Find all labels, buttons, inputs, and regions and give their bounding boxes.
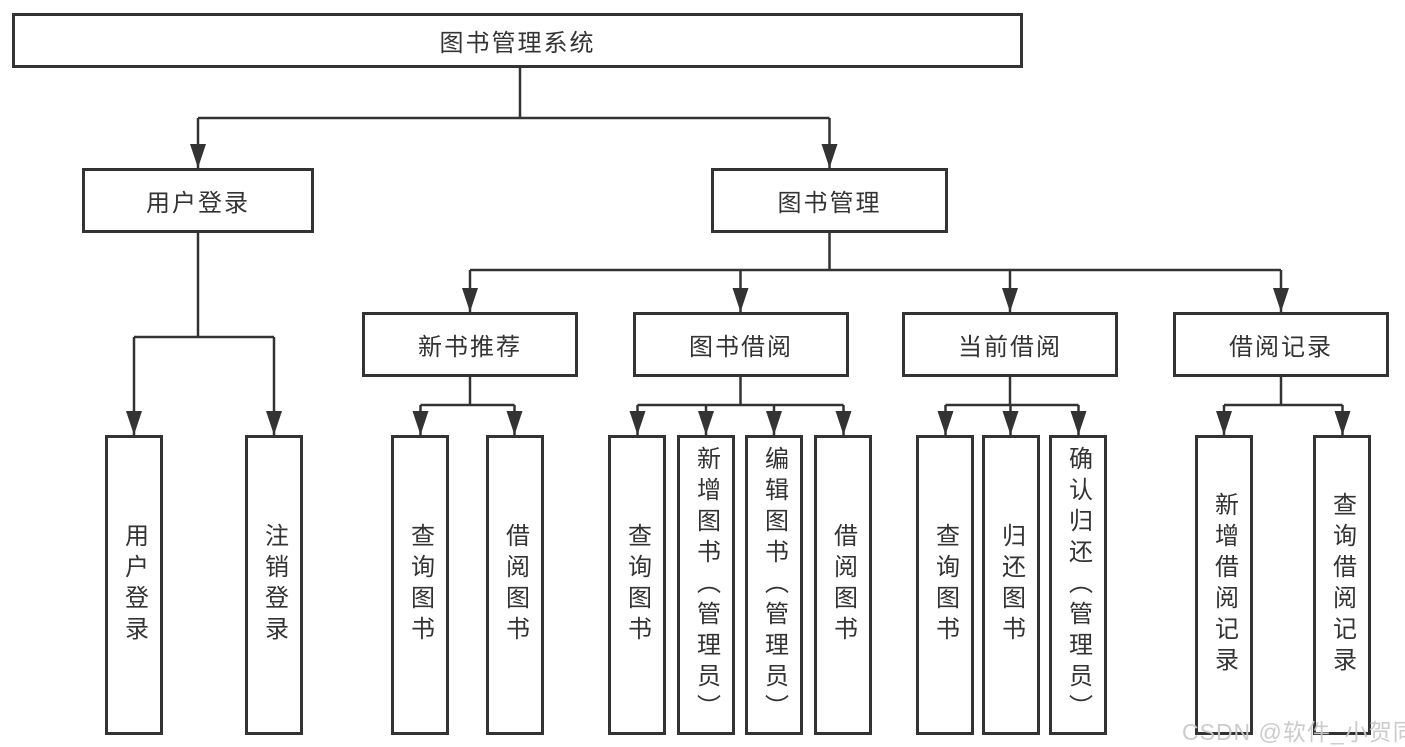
leaf-borrow-borrow: 借阅图书 — [814, 435, 872, 735]
node-new-book-recommend: 新书推荐 — [362, 312, 578, 377]
leaf-records-query: 查询借阅记录 — [1313, 435, 1371, 735]
leaf-borrow-add-admin: 新增图书（管理员） — [677, 435, 735, 735]
csdn-watermark: CSDN @软件_小贺同学 — [1182, 719, 1405, 745]
node-label: 当前借阅 — [958, 334, 1062, 361]
node-label: 新增借阅记录 — [1210, 492, 1238, 678]
node-book-borrow: 图书借阅 — [633, 312, 849, 377]
node-root-system: 图书管理系统 — [12, 13, 1023, 68]
node-borrow-records: 借阅记录 — [1173, 312, 1389, 377]
node-label: 注销登录 — [260, 523, 288, 647]
leaf-current-confirm-return-admin: 确认归还（管理员） — [1049, 435, 1107, 735]
leaf-newbooks-query: 查询图书 — [391, 435, 449, 735]
node-user-login: 用户登录 — [82, 168, 314, 233]
node-label: 图书管理 — [777, 190, 882, 217]
leaf-current-return: 归还图书 — [982, 435, 1040, 735]
leaf-logout: 注销登录 — [245, 435, 303, 735]
node-label: 新增图书（管理员） — [692, 445, 720, 725]
node-label: 确认归还（管理员） — [1064, 445, 1092, 725]
node-label: 查询借阅记录 — [1328, 492, 1356, 678]
node-label: 新书推荐 — [418, 334, 522, 361]
node-label: 借阅图书 — [829, 523, 857, 647]
leaf-user-login: 用户登录 — [105, 435, 163, 735]
leaf-borrow-edit-admin: 编辑图书（管理员） — [745, 435, 803, 735]
node-current-borrow: 当前借阅 — [902, 312, 1118, 377]
node-label: 借阅记录 — [1229, 334, 1333, 361]
leaf-current-query: 查询图书 — [916, 435, 974, 735]
leaf-records-add: 新增借阅记录 — [1195, 435, 1253, 735]
node-label: 查询图书 — [406, 523, 434, 647]
node-label: 图书借阅 — [689, 334, 793, 361]
node-label: 图书管理系统 — [439, 30, 596, 57]
node-book-management: 图书管理 — [711, 168, 948, 233]
node-label: 用户登录 — [146, 190, 250, 217]
node-label: 查询图书 — [931, 523, 959, 647]
leaf-newbooks-borrow: 借阅图书 — [486, 435, 544, 735]
node-label: 归还图书 — [997, 523, 1025, 647]
node-label: 借阅图书 — [501, 523, 529, 647]
leaf-borrow-query: 查询图书 — [608, 435, 666, 735]
node-label: 用户登录 — [120, 523, 148, 647]
node-label: 编辑图书（管理员） — [760, 445, 788, 725]
node-label: 查询图书 — [623, 523, 651, 647]
